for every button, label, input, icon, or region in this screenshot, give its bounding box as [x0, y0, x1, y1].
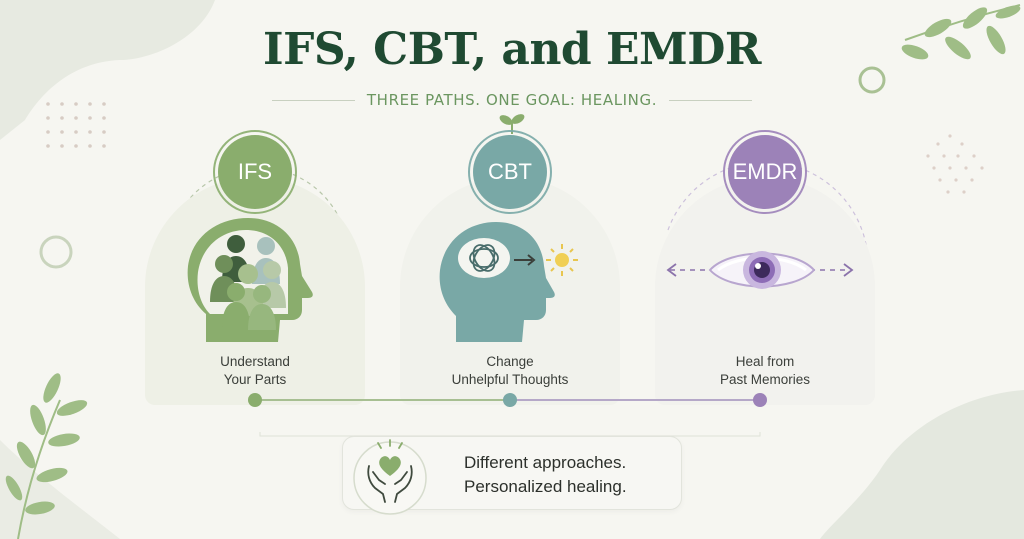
- cbt-node: [503, 393, 517, 407]
- sprout-icon: [499, 114, 525, 134]
- summary-line2: Personalized healing.: [464, 477, 627, 496]
- emdr-caption: Heal from Past Memories: [655, 353, 875, 389]
- arrow-right-icon: [514, 254, 536, 266]
- dot-cluster-right: [926, 134, 984, 194]
- subtitle-row: THREE PATHS. ONE GOAL: HEALING.: [272, 88, 753, 112]
- parts-figures: [210, 235, 286, 330]
- ring-decor-left: [39, 235, 73, 269]
- cbt-label: CBT: [488, 159, 532, 184]
- emdr-node: [753, 393, 767, 407]
- ifs-caption: Understand Your Parts: [145, 353, 365, 389]
- ifs-node: [248, 393, 262, 407]
- page-title: IFS, CBT, and EMDR: [263, 24, 761, 75]
- ifs-caption-line2: Your Parts: [223, 372, 287, 387]
- ifs-caption-line1: Understand: [220, 354, 290, 369]
- subtitle: THREE PATHS. ONE GOAL: HEALING.: [366, 91, 658, 109]
- brain-swirl: [469, 244, 499, 272]
- cbt-caption: Change Unhelpful Thoughts: [400, 353, 620, 389]
- bottom-right-blob: [820, 390, 1024, 539]
- cbt-caption-line1: Change: [486, 354, 534, 369]
- cbt-caption-line2: Unhelpful Thoughts: [451, 372, 569, 387]
- leaf-icon: [5, 373, 88, 539]
- emdr-panel: [655, 177, 875, 405]
- ifs-label: IFS: [237, 159, 273, 184]
- top-left-blob: [0, 0, 215, 140]
- eye-movement-icon: [666, 251, 854, 289]
- bottom-left-blob: [0, 440, 120, 539]
- divider: [272, 99, 355, 101]
- summary-line1: Different approaches.: [464, 453, 627, 472]
- ring-decor-top-right: [858, 66, 886, 94]
- head-thought-to-sun-icon: [439, 222, 578, 342]
- emdr-caption-line2: Past Memories: [719, 372, 811, 387]
- dot-grid-left: [46, 102, 106, 148]
- cbt-badge: CBT: [468, 130, 552, 214]
- emdr-badge: EMDR: [723, 130, 807, 214]
- sun-icon: [546, 244, 578, 276]
- summary-text: Different approaches. Personalized heali…: [464, 451, 684, 499]
- divider: [669, 99, 753, 101]
- emdr-label: EMDR: [732, 159, 798, 184]
- head-with-parts-icon: [187, 218, 313, 342]
- emdr-caption-line1: Heal from: [735, 354, 795, 369]
- leaf-icon: [901, 4, 1021, 60]
- hands-holding-heart-icon: [353, 439, 427, 515]
- ifs-badge: IFS: [213, 130, 297, 214]
